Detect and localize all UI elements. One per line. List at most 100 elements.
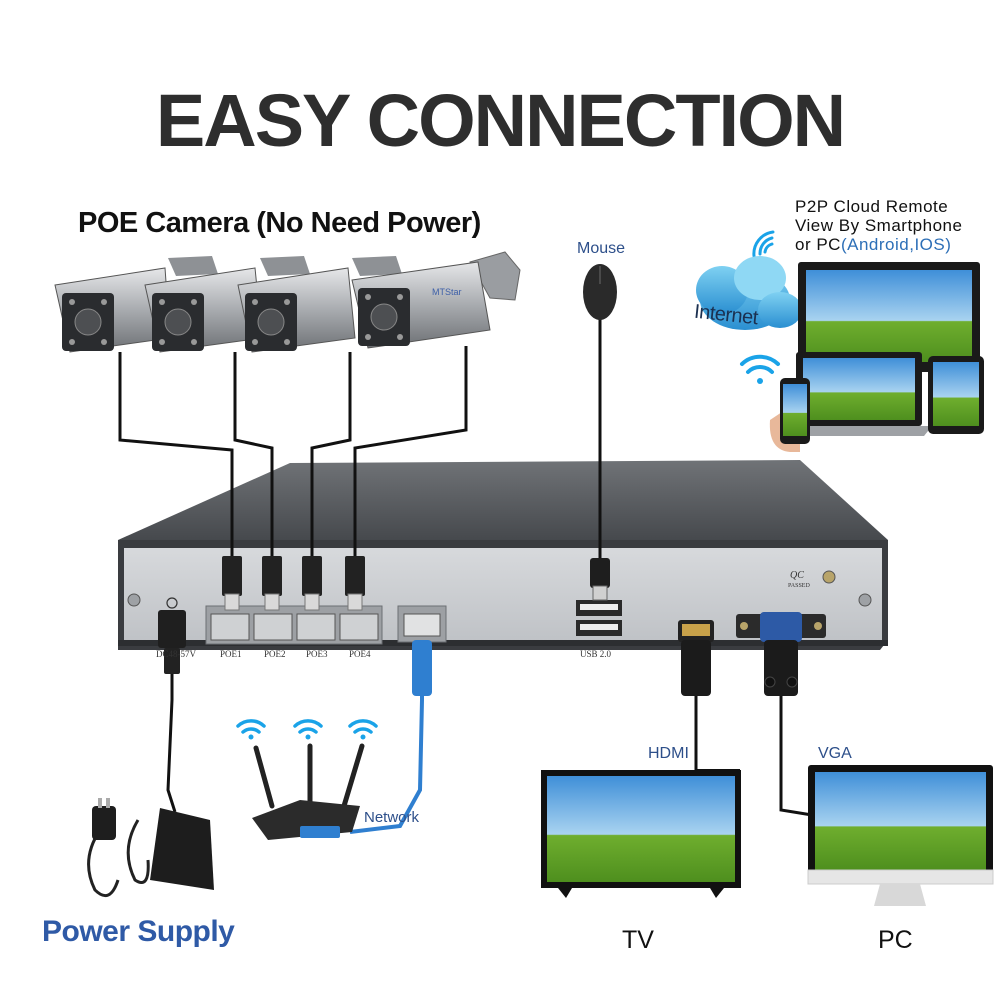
qc-label: QC	[790, 570, 804, 581]
mouse-label: Mouse	[577, 240, 626, 257]
mouse-device	[583, 264, 617, 320]
qc-sub-label: PASSED	[788, 583, 810, 589]
camera-mount	[260, 256, 310, 276]
poe1-label: POE1	[220, 649, 242, 659]
router-antenna	[341, 743, 365, 809]
usb-plug-icon	[590, 558, 610, 588]
rj45-plug-icon	[302, 556, 322, 596]
smartphone-screen	[783, 384, 807, 436]
power-cord	[87, 829, 120, 898]
camera-4	[351, 251, 521, 349]
poe3-port[interactable]	[296, 613, 336, 641]
dc-plug-icon	[164, 648, 180, 674]
tv-label: TV	[622, 926, 654, 954]
network-plug-icon	[412, 640, 432, 696]
camera-2	[144, 256, 263, 353]
vga-port-socket	[760, 612, 802, 642]
usb-port-top-tongue	[580, 604, 618, 610]
network-label: Network	[364, 809, 420, 826]
poe4-port[interactable]	[339, 613, 379, 641]
dc-power-jack	[158, 610, 186, 648]
vga-cable	[779, 690, 813, 817]
screw-icon	[858, 593, 872, 607]
camera-lens-icon	[257, 308, 285, 336]
camera-heading: POE Camera (No Need Power)	[78, 207, 481, 239]
tablet-screen	[933, 362, 979, 426]
nvr-bottom-edge	[118, 640, 888, 646]
rj45-plug-icon	[222, 556, 242, 596]
rj45-plug-tip	[304, 593, 320, 611]
pc-monitor-screen	[815, 772, 986, 870]
vga-plug-screw	[786, 676, 798, 688]
camera-1	[54, 267, 171, 353]
router-antenna	[253, 745, 275, 809]
vga-plug-icon	[764, 640, 798, 696]
poe1-port[interactable]	[210, 613, 250, 641]
rj45-plug-icon	[262, 556, 282, 596]
pc-monitor-chin	[807, 869, 994, 885]
mouse-icon	[583, 264, 617, 320]
hdmi-plug-body	[681, 640, 711, 696]
lan-port-socket	[403, 613, 441, 637]
poe2-label: POE2	[264, 649, 286, 659]
laptop-remote	[786, 352, 932, 436]
vga-screw-icon	[814, 622, 822, 630]
wifi-icon-mid	[740, 354, 780, 384]
vga-label: VGA	[818, 745, 852, 762]
rj45-plug-tip	[264, 593, 280, 611]
poe-port-group	[205, 605, 383, 645]
laptop-base	[786, 426, 932, 436]
dc-voltage-label: DC48-57V	[156, 649, 196, 659]
camera-mount	[352, 256, 402, 276]
hdmi-label: HDMI	[648, 745, 689, 762]
camera1-cable	[118, 352, 234, 560]
router-device	[236, 719, 378, 840]
monitor-screen	[806, 270, 972, 362]
hdmi-plug-tip	[682, 624, 710, 636]
p2p-line-3-prefix: or PC	[795, 235, 841, 254]
monitor-remote	[798, 262, 980, 372]
poe2-port[interactable]	[253, 613, 293, 641]
vga-screw-icon	[740, 622, 748, 630]
p2p-line-1: P2P Cloud Remote	[795, 197, 949, 216]
tablet-remote	[928, 356, 984, 434]
rj45-plug-icon	[345, 556, 365, 596]
ground-screw-icon	[822, 570, 836, 584]
p2p-remote-text: P2P Cloud Remote View By Smartphone or P…	[795, 197, 962, 254]
router-network-plug	[300, 826, 340, 838]
power-supply-label: Power Supply	[42, 915, 235, 948]
pc-device	[807, 765, 994, 906]
laptop-screen	[803, 358, 915, 420]
adapter-cord	[126, 819, 150, 884]
camera-lens-icon	[164, 308, 192, 336]
tv-screen	[547, 776, 735, 882]
p2p-line-2: View By Smartphone	[795, 216, 963, 235]
page-title: EASY CONNECTION	[155, 79, 846, 162]
pc-monitor-stand	[874, 884, 926, 906]
internet-cloud-icon	[696, 256, 802, 330]
p2p-platforms: (Android,IOS)	[840, 235, 952, 254]
camera-wall-bracket	[469, 251, 521, 301]
wifi-icon-top	[752, 230, 775, 258]
tv-device	[541, 770, 741, 898]
usb-plug-tip	[592, 585, 608, 601]
router-wifi-icons	[236, 719, 378, 734]
poe3-label: POE3	[306, 649, 328, 659]
power-adapter-icon	[150, 808, 214, 890]
camera-mount	[168, 256, 218, 276]
uk-plug-icon	[92, 806, 116, 840]
camera2-cable	[233, 352, 274, 560]
camera-brand-label: MTStar	[432, 287, 462, 297]
rj45-plug-tip	[347, 593, 363, 611]
power-supply-device	[87, 798, 214, 898]
camera-lens-icon	[370, 303, 398, 331]
camera3-cable	[310, 352, 352, 560]
camera-3	[237, 256, 356, 353]
camera-lens-icon	[74, 308, 102, 336]
tv-foot	[710, 888, 724, 898]
camera-cables	[118, 346, 468, 560]
vga-plug-screw	[764, 676, 776, 688]
rj45-plugs	[222, 556, 365, 611]
